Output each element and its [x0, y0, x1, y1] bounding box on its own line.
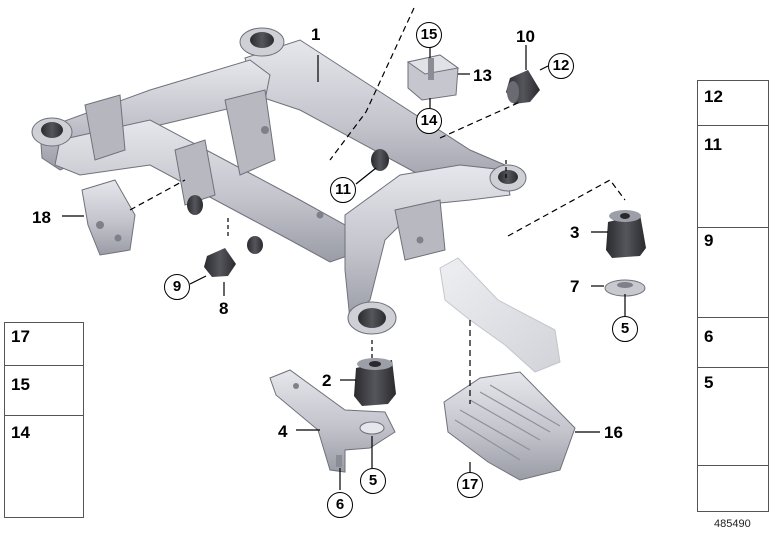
callout-1: 1	[311, 25, 321, 44]
bushing-part-8	[204, 248, 236, 277]
reinforcement-plate-part-4	[269, 369, 396, 473]
callout-9: 9	[164, 274, 190, 300]
callout-10: 10	[516, 27, 535, 46]
legend-item-5: 5	[704, 373, 714, 392]
legend-item-17: 17	[11, 327, 30, 346]
underbody-cover-part-16	[443, 371, 576, 481]
diagram-id: 485490	[714, 518, 751, 530]
callout-15: 15	[416, 22, 442, 48]
callout-5-bottom: 5	[360, 468, 386, 494]
callout-3: 3	[570, 223, 580, 242]
legend-item-11: 11	[704, 135, 722, 154]
washer-part-7	[604, 279, 646, 297]
callout-13: 13	[473, 66, 492, 85]
legend-item-15: 15	[11, 375, 30, 394]
bushing-part-10	[506, 70, 540, 104]
legend-left-table: 17 15 14	[4, 322, 84, 518]
legend-item-9: 9	[704, 231, 714, 250]
legend-divider	[698, 317, 768, 318]
rubber-mount-part-3	[606, 210, 646, 258]
leader-lines	[62, 7, 626, 490]
callout-8: 8	[219, 299, 229, 318]
callout-18: 18	[32, 208, 51, 227]
callout-12: 12	[548, 53, 574, 79]
legend-divider	[5, 415, 83, 416]
legend-divider	[698, 227, 768, 228]
callout-6: 6	[327, 492, 353, 518]
callout-7: 7	[570, 277, 580, 296]
legend-right-table: 12 11 9 6 5	[697, 80, 769, 512]
legend-divider	[5, 365, 83, 366]
rear-axle-subframe	[31, 27, 527, 335]
control-arm-ghost	[439, 257, 561, 373]
legend-item-14: 14	[11, 423, 30, 442]
callout-16: 16	[604, 423, 623, 442]
legend-item-12: 12	[704, 87, 723, 106]
legend-divider	[698, 125, 768, 126]
legend-item-6: 6	[704, 327, 714, 346]
callout-17: 17	[457, 472, 483, 498]
callout-2: 2	[322, 371, 332, 390]
rubber-mount-part-2	[354, 358, 396, 406]
legend-divider	[698, 465, 768, 466]
legend-divider	[698, 367, 768, 368]
bracket-part-18	[81, 179, 136, 256]
callout-11: 11	[330, 177, 356, 203]
rubber-mount-part-13	[406, 54, 460, 101]
callout-5-right: 5	[612, 316, 638, 342]
callout-4: 4	[278, 422, 288, 441]
callout-14: 14	[416, 108, 442, 134]
